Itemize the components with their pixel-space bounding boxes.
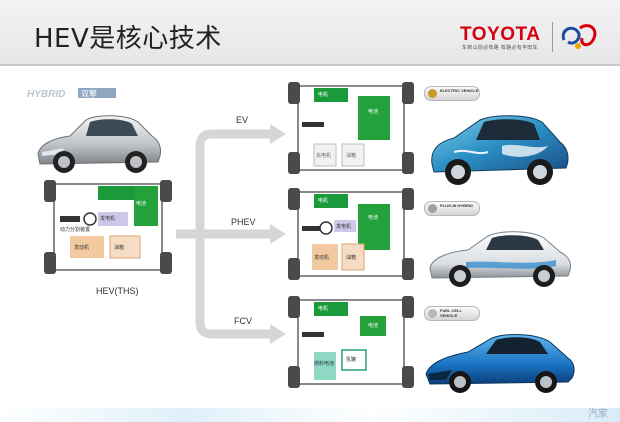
- phev-powertrain-diagram: [288, 188, 414, 280]
- fcv-branch-label: FCV: [234, 316, 252, 326]
- brand-divider: [552, 22, 553, 52]
- phev-fuel-tank-label: 油箱: [346, 255, 357, 261]
- hev-fuel-tank-label: 油箱: [114, 245, 125, 251]
- fcv-fuel-cell-label: 燃料电池: [314, 361, 335, 367]
- hev-caption: HEV(THS): [96, 286, 139, 296]
- hev-battery-label: 电池: [136, 201, 147, 207]
- svg-text:双擎: 双擎: [81, 89, 97, 99]
- badge-dot-icon: [428, 204, 437, 213]
- slide-title: HEV是核心技术: [34, 24, 222, 54]
- fcv-powertrain-diagram: [288, 296, 414, 388]
- watermark: 汽家: [588, 409, 608, 420]
- svg-text:HYBRID: HYBRID: [27, 89, 65, 100]
- hev-motor-label: 电机: [74, 189, 85, 195]
- toyota-tagline: 车到山前必有路 有路必有丰田车: [462, 45, 538, 51]
- toyota-logo-text: TOYOTA: [460, 24, 541, 45]
- fcv-hydrogen-tank-label: 氢罐: [346, 357, 357, 363]
- fcv-motor-label: 电机: [318, 306, 329, 312]
- slide-header: [0, 0, 620, 66]
- phev-engine-label: 发动机: [314, 255, 330, 261]
- badge-dot-icon: [428, 309, 437, 318]
- campaign-logo-icon: [561, 24, 597, 49]
- phev-branch-label: PHEV: [231, 217, 256, 227]
- branching-arrows: [176, 124, 286, 344]
- ev-powertrain-diagram: [288, 82, 414, 174]
- phev-generator-label: 发电机: [336, 224, 352, 230]
- fcv-battery-label: 电池: [368, 323, 379, 329]
- hev-generator-label: 发电机: [100, 216, 116, 222]
- hev-prius-car-image: [37, 115, 161, 173]
- ev-battery-label: 电池: [368, 109, 379, 115]
- ev-charger-label: 充电机: [316, 153, 332, 159]
- phev-badge: PLUG-IN HYBRID: [424, 201, 480, 216]
- ev-badge: ELECTRIC VEHICLE: [424, 86, 480, 101]
- ev-branch-label: EV: [236, 115, 249, 125]
- ev-car-image: [431, 115, 569, 185]
- phev-badge-text: PLUG-IN HYBRID: [440, 203, 473, 208]
- ev-fuel-tank-label: 油箱: [346, 153, 357, 159]
- hev-powertrain-diagram: [44, 180, 172, 274]
- hev-power-split-label: 动力分割装置: [60, 227, 91, 233]
- fcv-car-image: [425, 334, 575, 393]
- ev-motor-label: 电机: [318, 92, 329, 98]
- fcv-badge-text: FUEL CELL VEHICLE: [440, 308, 462, 318]
- phev-battery-label: 电池: [368, 215, 379, 221]
- hev-engine-label: 发动机: [74, 245, 90, 251]
- hybrid-synergy-logo: HYBRID 双擎: [26, 86, 118, 100]
- header-divider: [0, 64, 620, 66]
- ev-badge-text: ELECTRIC VEHICLE: [440, 88, 479, 93]
- badge-dot-icon: [428, 89, 437, 98]
- phev-motor-label: 电机: [318, 198, 329, 204]
- phev-car-image: [429, 231, 571, 287]
- decorative-bottom-strip: [0, 408, 620, 422]
- fcv-badge: FUEL CELL VEHICLE: [424, 306, 480, 321]
